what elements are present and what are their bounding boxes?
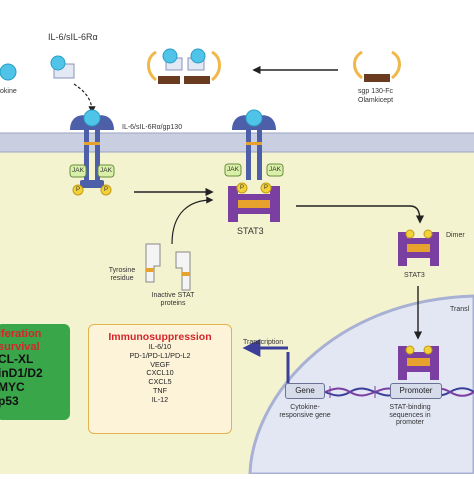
immuno-item: IL-12 <box>151 394 169 404</box>
sgp130fc-free-icon <box>353 50 401 82</box>
jak-label-right: JAK <box>100 167 112 174</box>
gene-box: Gene <box>285 383 325 399</box>
immuno-title: Immunosuppression <box>108 331 212 343</box>
prolif-item: CL-XL <box>0 352 34 367</box>
il6-sil6r-complex-icon <box>50 55 75 79</box>
translocation-label: Transl <box>450 306 470 313</box>
stat3-dimer-nucleus <box>398 345 439 380</box>
cell-membrane <box>0 133 474 152</box>
immuno-item: TNF <box>153 385 167 395</box>
gp130-receptor-left <box>70 109 114 188</box>
cytokine-label: okine <box>0 88 17 95</box>
phospho-label-2: P <box>104 187 109 193</box>
immuno-item: CXCL5 <box>148 377 172 387</box>
phospho-label-4: P <box>264 185 269 191</box>
free-cytokine-icon <box>0 63 17 81</box>
sgp130fc-label: sgp 130-Fc <box>358 88 394 95</box>
inactive-stat-proteins <box>145 243 191 291</box>
jak-label-center-right: JAK <box>269 166 281 173</box>
cytokine-gene-label: Cytokine-responsive gene <box>279 404 331 419</box>
transcription-label: Transcription <box>243 339 284 346</box>
gp130-receptor-center <box>232 109 276 180</box>
recruit-arrow <box>171 196 214 245</box>
prolif-title-line2: survival <box>0 340 40 353</box>
sgp130fc-complex-icon <box>147 48 221 84</box>
olamkicept-label: Olamkicept <box>358 97 394 104</box>
phospho-label-3: P <box>240 185 245 191</box>
nucleus <box>248 294 474 476</box>
prolif-item: p53 <box>0 393 19 408</box>
jak-center <box>224 163 284 177</box>
proliferation-box: iferation survival CL-XL inD1/D2 MYC p53 <box>0 324 70 420</box>
immuno-item: CXCL10 <box>146 368 174 378</box>
phospho-label-1: P <box>76 187 81 193</box>
immuno-item: IL-6/10 <box>148 342 172 351</box>
stat3-dimer-right <box>398 229 439 266</box>
inactive-stat-label: Inactive STAT proteins <box>151 292 195 307</box>
stat3-center-label: STAT3 <box>237 226 264 236</box>
prolif-item: MYC <box>0 379 25 394</box>
prolif-item: inD1/D2 <box>0 366 43 381</box>
immunosuppression-box: Immunosuppression IL-6/10 PD-1/PD-L1/PD-… <box>88 324 232 434</box>
jak-left-1 <box>69 164 115 196</box>
immuno-item: VEGF <box>150 359 170 369</box>
jak-label-left: JAK <box>72 167 84 174</box>
ligand-label: IL-6/sIL-6Rα <box>48 32 98 42</box>
dimer-label: Dimer <box>446 232 465 239</box>
stat3-right-label: STAT3 <box>404 272 425 279</box>
receptor-label: IL-6/sIL-6Rα/gp130 <box>122 124 183 131</box>
tyrosine-label: Tyrosine residue <box>108 267 136 282</box>
promoter-box: Promoter <box>390 383 442 399</box>
dimerization-arrow <box>296 205 425 224</box>
stat-binding-label: STAT-binding sequences in promoter <box>389 404 431 427</box>
jak-label-center-left: JAK <box>227 166 239 173</box>
binding-arrow <box>73 83 96 114</box>
immuno-item: PD-1/PD-L1/PD-L2 <box>129 350 191 360</box>
stat3-dimer-center <box>228 182 280 222</box>
prolif-title-line1: iferation <box>0 328 42 340</box>
